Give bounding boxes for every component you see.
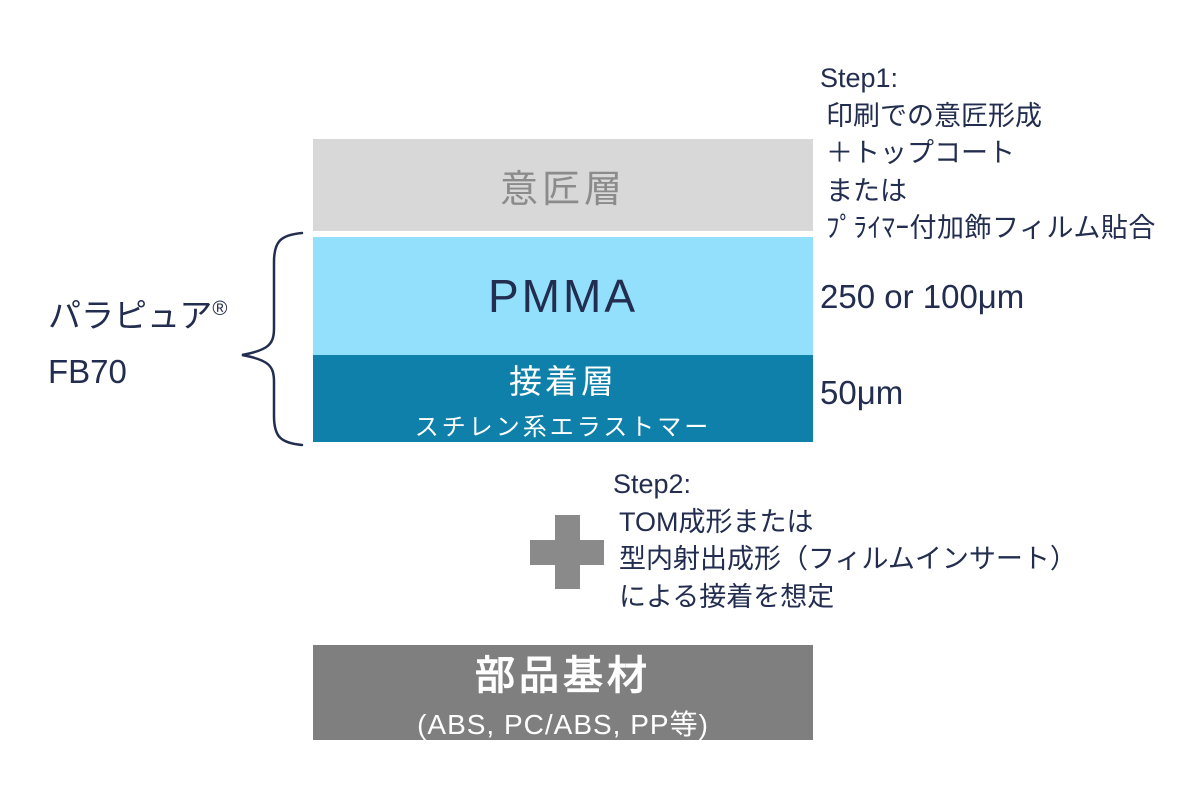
step1-annotation: Step1: 印刷での意匠形成 ＋トップコート または ﾌﾟﾗｲﾏｰ付加飾フィル… [820, 60, 1156, 248]
step2-annotation: Step2: TOM成形または 型内射出成形（フィルムインサート） による接着を… [613, 466, 1077, 616]
design-layer-label: 意匠層 [499, 168, 626, 211]
adhesive-layer-box: 接着層 スチレン系エラストマー [313, 355, 813, 442]
registered-trademark-mark: ® [212, 297, 228, 320]
step2-line: による接着を想定 [619, 581, 835, 612]
adhesive-layer-label: 接着層 [509, 363, 617, 400]
substrate-box: 部品基材 (ABS, PC/ABS, PP等) [313, 645, 813, 740]
step1-line: 印刷での意匠形成 [826, 100, 1042, 131]
substrate-label: 部品基材 [475, 653, 651, 698]
pmma-layer-label: PMMA [488, 270, 638, 322]
step2-line: TOM成形または [619, 506, 814, 537]
product-model: FB70 [48, 353, 127, 390]
pmma-thickness-label: 250 or 100μm [820, 278, 1025, 315]
design-layer-box: 意匠層 [313, 139, 813, 231]
plus-icon [530, 515, 604, 589]
product-name-label: パラピュア® FB70 [48, 288, 227, 400]
curly-brace-icon [241, 231, 304, 447]
step1-line: または [826, 175, 907, 206]
step1-title: Step1: [820, 63, 899, 93]
adhesive-layer-sublabel: スチレン系エラストマー [414, 414, 712, 441]
step2-line: 型内射出成形（フィルムインサート） [619, 544, 1077, 574]
step1-line: ﾌﾟﾗｲﾏｰ付加飾フィルム貼合 [826, 213, 1156, 243]
step2-title: Step2: [613, 469, 692, 499]
product-name: パラピュア [48, 297, 213, 334]
substrate-sublabel: (ABS, PC/ABS, PP等) [417, 708, 709, 740]
product-name-line: パラピュア® [48, 288, 227, 344]
step1-line: ＋トップコート [826, 138, 1015, 168]
pmma-layer-box: PMMA [313, 237, 813, 355]
adhesive-thickness-label: 50μm [820, 374, 904, 411]
